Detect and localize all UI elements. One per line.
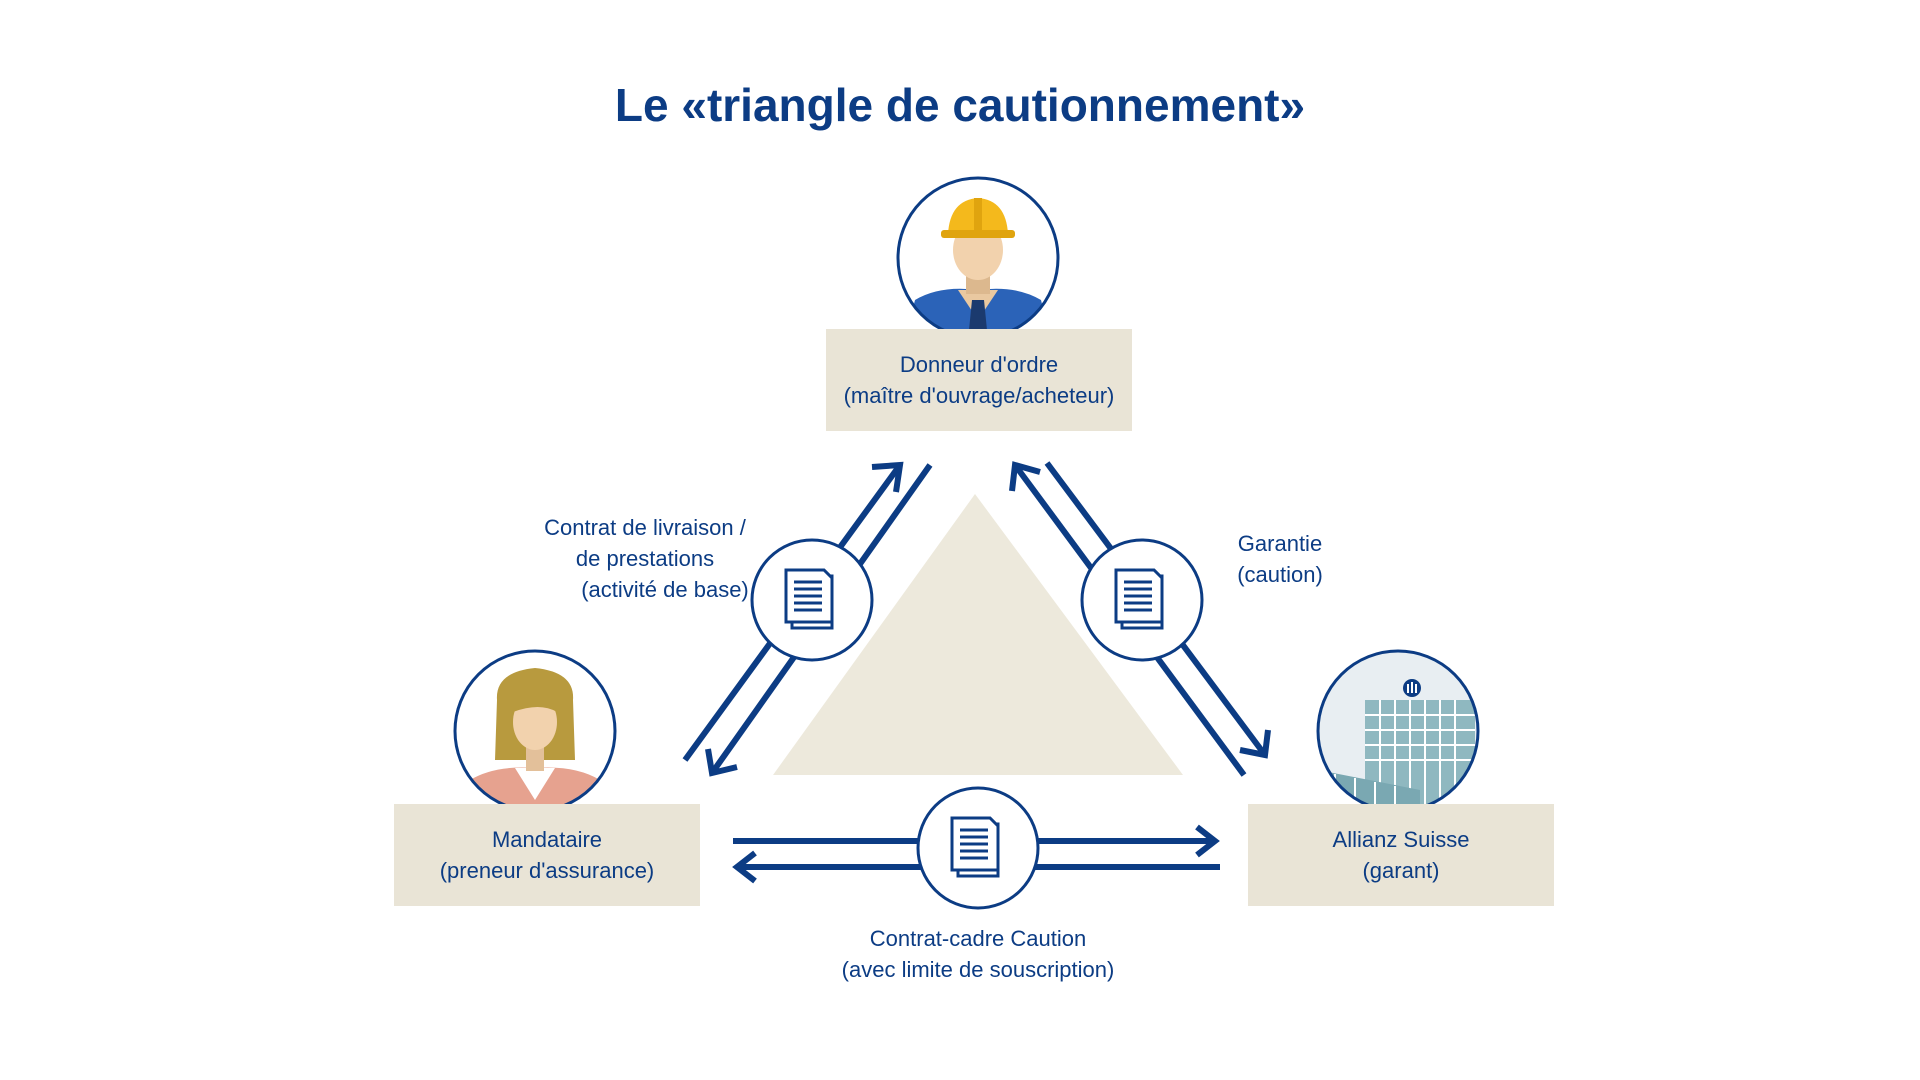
node-allianz-line1: Allianz Suisse	[1332, 827, 1470, 852]
label-livraison-line2: de prestations	[575, 546, 715, 571]
label-livraison: Contrat de livraison / de prestations (a…	[520, 512, 770, 605]
document-icon	[1114, 568, 1164, 630]
document-circle-livraison	[750, 538, 874, 662]
label-garantie-line2: (caution)	[1237, 562, 1323, 587]
node-donneur-line1: Donneur d'ordre	[899, 352, 1059, 377]
page-title: Le «triangle de cautionnement»	[614, 79, 1306, 131]
node-allianz-line2: (garant)	[1362, 858, 1440, 883]
node-donneur: Donneur d'ordre (maître d'ouvrage/achete…	[826, 329, 1132, 431]
label-garantie-line1: Garantie	[1237, 531, 1323, 556]
node-mandataire-line1: Mandataire	[491, 827, 603, 852]
label-cadre-line1: Contrat-cadre Caution	[869, 926, 1087, 951]
document-circle-cadre	[916, 786, 1040, 910]
node-allianz: Allianz Suisse (garant)	[1248, 804, 1554, 906]
label-livraison-line3: (activité de base)	[581, 577, 749, 602]
node-donneur-line2: (maître d'ouvrage/acheteur)	[843, 383, 1115, 408]
document-circle-garantie	[1080, 538, 1204, 662]
node-mandataire: Mandataire (preneur d'assurance)	[394, 804, 700, 906]
label-garantie: Garantie (caution)	[1220, 528, 1340, 590]
document-icon	[950, 816, 1000, 878]
label-cadre-line2: (avec limite de souscription)	[841, 957, 1115, 982]
document-icon	[784, 568, 834, 630]
office-building-avatar	[1316, 649, 1480, 813]
center-triangle	[773, 494, 1183, 775]
construction-worker-avatar	[896, 176, 1060, 340]
node-mandataire-line2: (preneur d'assurance)	[439, 858, 655, 883]
label-livraison-line1: Contrat de livraison /	[544, 515, 746, 540]
label-cadre: Contrat-cadre Caution (avec limite de so…	[818, 923, 1138, 985]
businesswoman-avatar	[453, 649, 617, 813]
